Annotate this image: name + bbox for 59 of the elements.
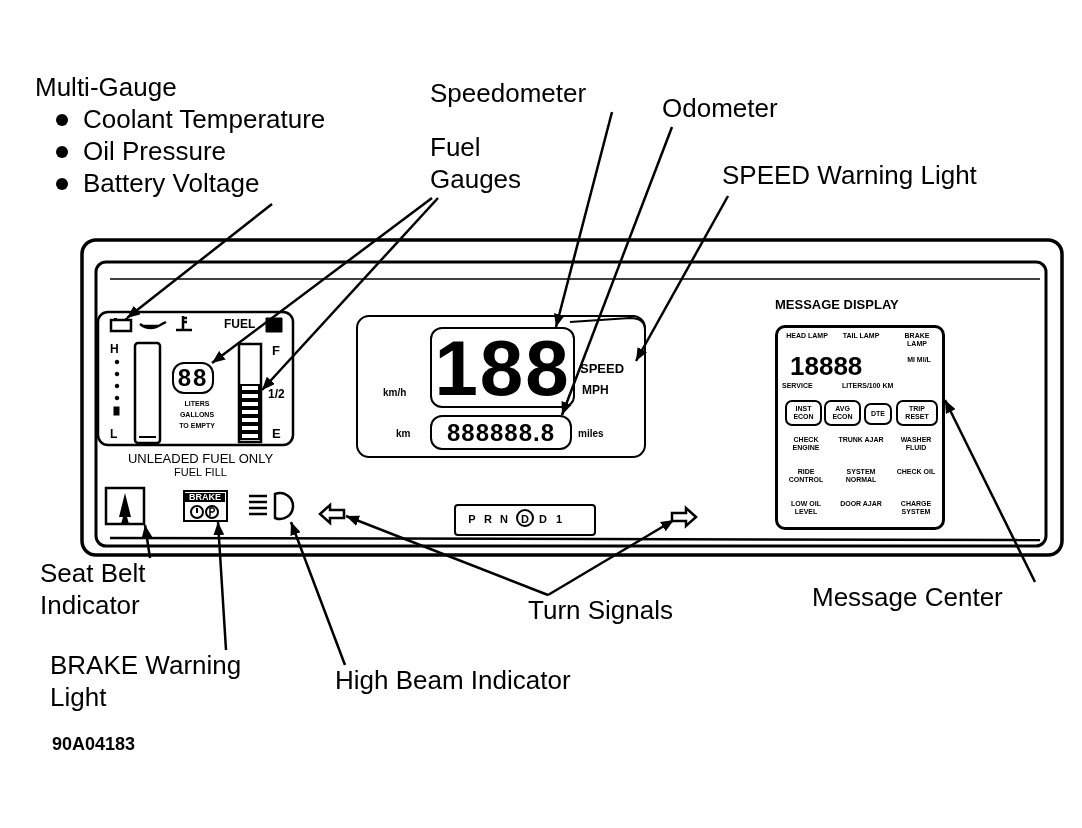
turn-arrow-icon bbox=[318, 503, 346, 525]
callout-label: Odometer bbox=[662, 93, 779, 125]
panel-heading: MESSAGE DISPLAY bbox=[775, 297, 900, 312]
callout-label: Seat Belt Indicator bbox=[40, 558, 147, 622]
fuel-bar-gauge bbox=[238, 343, 262, 443]
callout-label: Fuel Gauges bbox=[430, 132, 523, 196]
callout-label: Turn Signals bbox=[528, 595, 674, 627]
callout-label: SPEED Warning Light bbox=[722, 160, 978, 192]
gear-letter: P bbox=[467, 513, 477, 526]
callout-label: Oil Pressure bbox=[83, 136, 227, 168]
figure-number: 90A04183 bbox=[52, 735, 137, 755]
scale-label: L bbox=[110, 428, 119, 442]
placard-text: FUEL FILL bbox=[173, 466, 228, 479]
segment-readout: 88 bbox=[177, 366, 209, 390]
callout-label: BRAKE Warning Light bbox=[50, 650, 243, 714]
gear-letter: R bbox=[483, 513, 493, 526]
seat-belt-icon bbox=[105, 487, 145, 525]
leader-arrow bbox=[289, 521, 347, 666]
callout-label: Battery Voltage bbox=[83, 168, 260, 200]
turn-arrow-icon bbox=[670, 506, 698, 528]
leader-arrow bbox=[560, 126, 674, 416]
callout-label: Multi-Gauge bbox=[35, 72, 178, 104]
callout-label: Speedometer bbox=[430, 78, 588, 110]
leader-arrow bbox=[261, 197, 439, 391]
unit-label: km bbox=[396, 428, 412, 439]
gear-letter: D bbox=[538, 513, 548, 526]
callout-label: High Beam Indicator bbox=[335, 665, 572, 697]
leader-arrow bbox=[213, 521, 228, 651]
leader-arrow bbox=[634, 195, 730, 362]
battery-icon bbox=[110, 318, 132, 332]
indicator-text: BRAKE bbox=[185, 493, 225, 502]
high-beam-icon bbox=[247, 490, 297, 522]
indicator-text: SPEED bbox=[580, 360, 626, 378]
gear-letter: N bbox=[499, 513, 509, 526]
leader-arrow bbox=[345, 514, 549, 597]
segment-readout: 18888 bbox=[790, 352, 864, 381]
brake-indicator bbox=[183, 490, 228, 522]
unit-label: miles bbox=[578, 428, 605, 439]
leader-arrow bbox=[126, 203, 273, 319]
scale-label: 1/2 bbox=[268, 388, 286, 402]
gear-letter: 1 bbox=[554, 513, 564, 526]
unit-label: MPH bbox=[582, 384, 610, 398]
callout-label: Coolant Temperature bbox=[83, 104, 326, 136]
leader-arrow bbox=[554, 111, 614, 328]
callout-label: Message Center bbox=[812, 582, 1004, 614]
scale-label: H bbox=[110, 343, 120, 357]
segment-readout: 888888.8 bbox=[446, 420, 556, 445]
leader-arrow bbox=[211, 197, 433, 364]
leader-arrow bbox=[547, 518, 675, 597]
scale-label: E bbox=[272, 427, 282, 442]
leader-arrow bbox=[943, 399, 1037, 583]
gear-letter: D bbox=[520, 513, 530, 526]
gauge-label: FUEL bbox=[224, 318, 257, 332]
placard-text: UNLEADED FUEL ONLY bbox=[126, 452, 275, 467]
scale-label: F bbox=[272, 344, 281, 359]
segment-readout: 188 bbox=[434, 328, 571, 407]
odometer-display bbox=[430, 415, 572, 450]
leader-arrow bbox=[141, 524, 153, 559]
unit-label: km/h bbox=[383, 387, 408, 398]
